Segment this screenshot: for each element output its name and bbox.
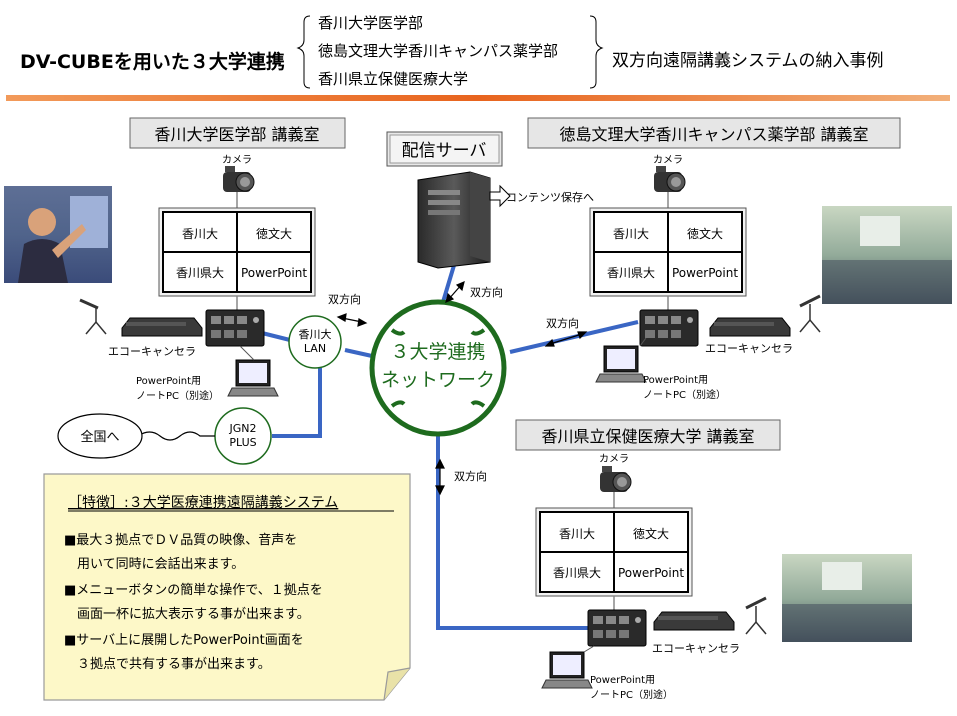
cell-kagawa-left: 香川大 bbox=[182, 227, 218, 241]
room-title-tokushima: 徳島文理大学香川キャンパス薬学部 講義室 bbox=[559, 125, 868, 144]
jgn-label-2: PLUS bbox=[229, 436, 256, 449]
echo-label-bottom: エコーキャンセラ bbox=[652, 642, 740, 655]
lecture-hall-photo-bottom bbox=[782, 554, 912, 642]
cell-tokubun-bottom: 徳文大 bbox=[633, 526, 669, 541]
cell-kagawa-bottom: 香川大 bbox=[559, 527, 595, 541]
university-1: 香川大学医学部 bbox=[318, 14, 423, 32]
notebook-label-left-2: ノートPC（別途） bbox=[136, 389, 219, 402]
jgn2-node: JGN2 PLUS bbox=[214, 407, 272, 465]
cell-powerpoint-left: PowerPoint bbox=[241, 266, 307, 280]
feature-line-2: 用いて同時に会話出来ます。 bbox=[64, 556, 244, 572]
camera-label-bottom: カメラ bbox=[599, 453, 629, 465]
network-label-line2: ネットワーク bbox=[381, 369, 495, 391]
kagawa-lan-node: 香川大 LAN bbox=[288, 315, 342, 369]
laptop-icon-bottom bbox=[541, 651, 593, 689]
echo-canceller-bottom bbox=[653, 611, 735, 631]
feature-line-1: ■最大３拠点でＤＶ品質の映像、音声を bbox=[64, 532, 297, 548]
cell-powerpoint-bottom: PowerPoint bbox=[618, 566, 684, 580]
notebook-label-right-1: PowerPoint用 bbox=[643, 375, 708, 386]
bidirectional-arrows bbox=[336, 280, 588, 496]
features-title: ［特徴］:３大学医療連携遠隔講義システム bbox=[68, 494, 338, 511]
lan-label-2: LAN bbox=[304, 342, 326, 355]
right-title: 双方向遠隔講義システムの納入事例 bbox=[612, 51, 884, 71]
camera-label-right: カメラ bbox=[653, 154, 683, 166]
nationwide-link bbox=[137, 431, 215, 441]
network-hub: ３大学連携 ネットワーク bbox=[369, 299, 507, 437]
room-title-kagawa-med: 香川大学医学部 講義室 bbox=[154, 125, 319, 144]
left-brace bbox=[296, 15, 311, 89]
cell-tokubun-left: 徳文大 bbox=[256, 226, 292, 241]
site-tokushima: 徳島文理大学香川キャンパス薬学部 講義室 カメラ 香川大 徳文大 香川県大 Po… bbox=[527, 117, 901, 401]
contents-save-label: コンテンツ保存へ bbox=[506, 190, 594, 204]
laptop-icon-left bbox=[227, 359, 279, 397]
bidirectional-label-bottom: 双方向 bbox=[454, 469, 487, 483]
microphone-icon-bottom bbox=[745, 596, 767, 635]
bidirectional-label-server: 双方向 bbox=[470, 285, 503, 299]
feature-line-5: ■サーバ上に展開したPowerPoint画面を bbox=[64, 633, 304, 648]
cell-powerpoint-right: PowerPoint bbox=[672, 266, 738, 280]
notebook-label-bottom-1: PowerPoint用 bbox=[590, 675, 655, 686]
main-title: DV-CUBEを用いた３大学連携 bbox=[20, 50, 285, 73]
network-label-line1: ３大学連携 bbox=[390, 341, 485, 363]
microphone-icon-right bbox=[799, 294, 821, 333]
contents-save-arrow: コンテンツ保存へ bbox=[489, 184, 594, 208]
echo-label-left: エコーキャンセラ bbox=[108, 345, 196, 358]
dvcube-codec-left bbox=[205, 309, 265, 347]
camera-icon-right bbox=[653, 165, 686, 193]
cell-kagawa-pref-right: 香川県大 bbox=[607, 266, 655, 280]
features-note: ［特徴］:３大学医療連携遠隔講義システム ■最大３拠点でＤＶ品質の映像、音声を … bbox=[43, 473, 411, 701]
lan-label-1: 香川大 bbox=[299, 327, 332, 341]
room-title-kagawa-pref: 香川県立保健医療大学 講義室 bbox=[541, 427, 754, 446]
server-label: 配信サーバ bbox=[402, 141, 487, 161]
camera-label-left: カメラ bbox=[222, 154, 252, 166]
university-2: 徳島文理大学香川キャンパス薬学部 bbox=[318, 42, 558, 60]
echo-label-right: エコーキャンセラ bbox=[705, 342, 793, 355]
feature-line-3: ■メニューボタンの簡単な操作で、１拠点を bbox=[64, 582, 323, 598]
lecture-hall-photo-right bbox=[822, 206, 952, 304]
nationwide-label: 全国へ bbox=[80, 429, 119, 445]
nationwide-bubble: 全国へ bbox=[57, 413, 143, 459]
feature-line-6: ３拠点で共有する事が出来ます。 bbox=[64, 657, 271, 672]
cell-tokubun-right: 徳文大 bbox=[687, 226, 723, 241]
cell-kagawa-pref-bottom: 香川県大 bbox=[553, 566, 601, 580]
bidirectional-label-right: 双方向 bbox=[546, 316, 579, 330]
lecturer-photo bbox=[4, 186, 112, 283]
jgn-label-1: JGN2 bbox=[229, 422, 257, 435]
echo-canceller-right bbox=[709, 317, 791, 337]
cell-kagawa-pref-left: 香川県大 bbox=[176, 266, 224, 280]
dvcube-codec-bottom bbox=[587, 609, 647, 647]
distribution-server: 配信サーバ bbox=[386, 131, 503, 269]
header-rule bbox=[6, 95, 950, 101]
dvcube-codec-right bbox=[639, 309, 699, 347]
camera-icon-left bbox=[222, 165, 255, 193]
right-brace bbox=[589, 15, 604, 89]
site-kagawa-med: 香川大学医学部 講義室 カメラ 香川大 徳文大 香川県大 PowerPoint … bbox=[79, 117, 346, 402]
bidirectional-label-left: 双方向 bbox=[328, 292, 361, 306]
camera-icon-bottom bbox=[599, 465, 632, 493]
laptop-icon-right bbox=[595, 345, 647, 383]
site-kagawa-pref: 香川県立保健医療大学 講義室 カメラ 香川大 徳文大 香川県大 PowerPoi… bbox=[515, 419, 781, 701]
feature-line-4: 画面一杯に拡大表示する事が出来ます。 bbox=[64, 607, 310, 622]
notebook-label-bottom-2: ノートPC（別途） bbox=[590, 688, 673, 701]
microphone-icon-left bbox=[79, 298, 107, 335]
notebook-label-right-2: ノートPC（別途） bbox=[643, 388, 726, 401]
notebook-label-left-1: PowerPoint用 bbox=[136, 376, 201, 387]
echo-canceller-left bbox=[121, 317, 203, 337]
cell-kagawa-right: 香川大 bbox=[613, 227, 649, 241]
university-3: 香川県立保健医療大学 bbox=[318, 70, 468, 88]
